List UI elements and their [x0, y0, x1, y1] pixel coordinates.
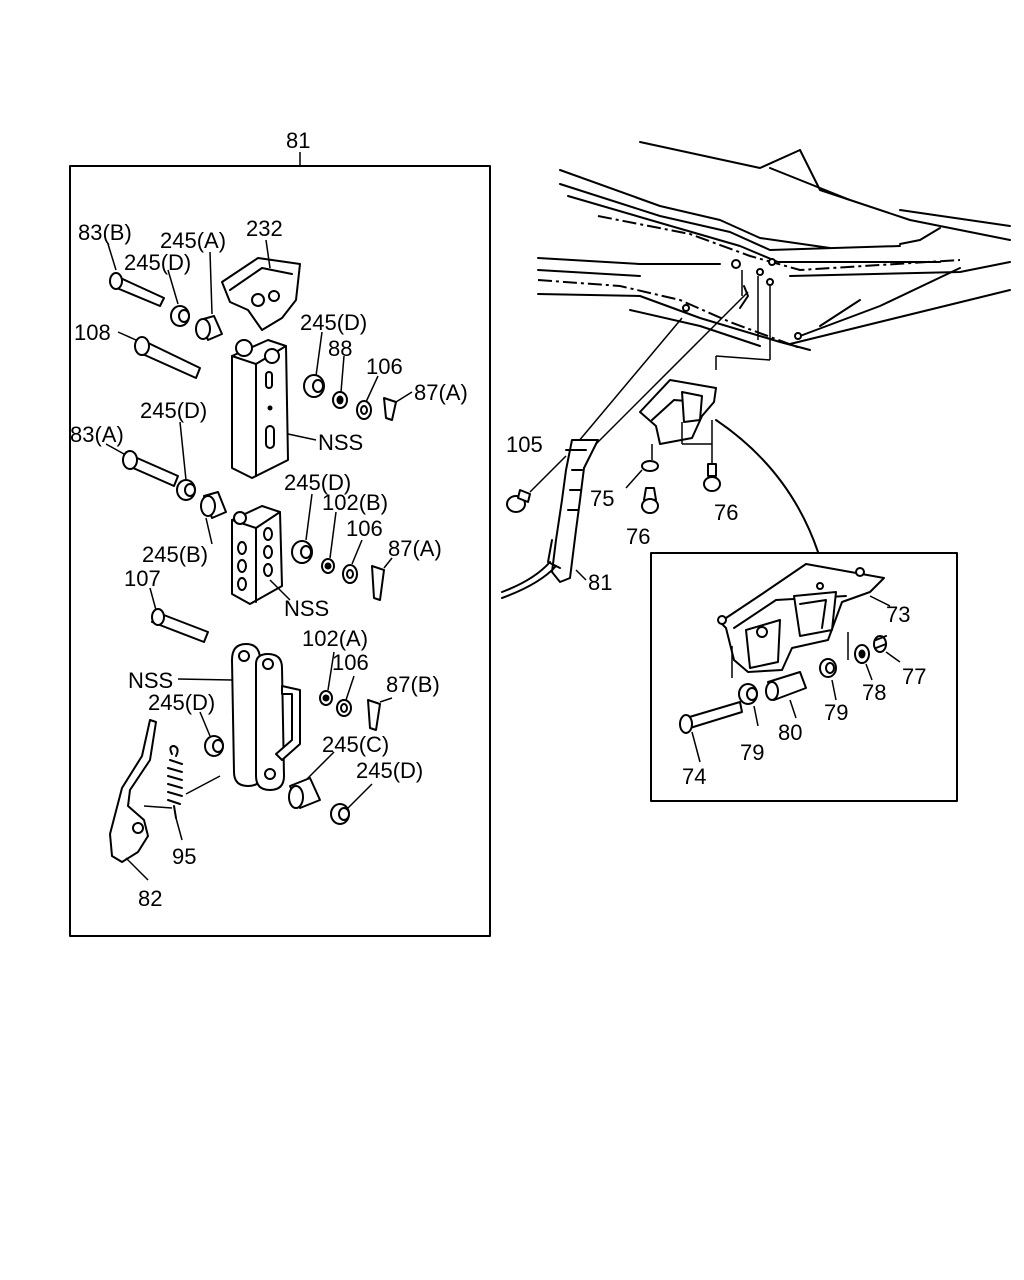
label-79-2: 79: [740, 740, 764, 765]
label-73: 73: [886, 602, 910, 627]
pin-107: [149, 587, 209, 643]
label-245d-1: 245(D): [124, 250, 191, 275]
pin-83b: [107, 243, 165, 307]
bushing-245b: [200, 491, 227, 545]
label-245d-2: 245(D): [300, 310, 367, 335]
lower-bracket-nss: [231, 505, 291, 605]
label-245c: 245(C): [322, 732, 389, 757]
label-75: 75: [590, 486, 614, 511]
label-83b: 83(B): [78, 220, 132, 245]
label-245d-5: 245(D): [148, 690, 215, 715]
bushing-245a: [195, 251, 223, 341]
washer-stack-mid: [291, 493, 393, 601]
label-87a-2: 87(A): [388, 536, 442, 561]
lever-assembly-81: [501, 439, 599, 599]
label-105: 105: [506, 432, 543, 457]
inset-mount-bracket: [717, 563, 891, 678]
label-102a: 102(A): [302, 626, 368, 651]
pin-83a: [105, 443, 179, 487]
label-102b: 102(B): [322, 490, 388, 515]
label-78: 78: [862, 680, 886, 705]
label-88: 88: [328, 336, 352, 361]
vehicle-frame: [537, 141, 1011, 451]
latch-plate-nss: [177, 643, 301, 791]
bushing-245d-mid: [176, 421, 196, 501]
label-232: 232: [246, 216, 283, 241]
label-106-3: 106: [332, 650, 369, 675]
inset-pin-74: [679, 701, 743, 763]
label-245d-3: 245(D): [140, 398, 207, 423]
label-107: 107: [124, 566, 161, 591]
label-76-2: 76: [626, 524, 650, 549]
label-82: 82: [138, 886, 162, 911]
frame-mount-bracket: [639, 379, 819, 553]
label-108: 108: [74, 320, 111, 345]
label-245d-6: 245(D): [356, 758, 423, 783]
label-77: 77: [902, 664, 926, 689]
washer-stack-top: [303, 331, 413, 421]
pin-108: [117, 331, 201, 379]
label-106-1: 106: [366, 354, 403, 379]
label-95: 95: [172, 844, 196, 869]
label-79-1: 79: [824, 700, 848, 725]
bushing-245c: [288, 751, 335, 809]
inset-bushings: [738, 635, 901, 727]
label-245a: 245(A): [160, 228, 226, 253]
label-87b: 87(B): [386, 672, 440, 697]
label-nss-2: NSS: [284, 596, 329, 621]
label-87a-1: 87(A): [414, 380, 468, 405]
upper-bracket-nss: [231, 339, 317, 479]
bushing-245d-top: [167, 269, 190, 327]
label-nss-3: NSS: [128, 668, 173, 693]
spring-95: [167, 745, 221, 841]
label-245b: 245(B): [142, 542, 208, 567]
bolt-75-76: [625, 460, 721, 514]
label-106-2: 106: [346, 516, 383, 541]
bushing-245d-left: [199, 711, 224, 757]
bushing-245d-bottom: [330, 783, 373, 825]
label-nss-1: NSS: [318, 430, 363, 455]
detail-box-81: [69, 165, 491, 937]
label-80: 80: [778, 720, 802, 745]
label-83a: 83(A): [70, 422, 124, 447]
inset-box: [650, 552, 958, 802]
label-76-1: 76: [714, 500, 738, 525]
washer-stack-low: [319, 651, 393, 731]
callout-labels: 81 232 83(B) 245(A) 245(D) 108 245(D) 88…: [70, 128, 926, 911]
bracket-232: [221, 239, 301, 331]
label-74: 74: [682, 764, 706, 789]
label-81-side: 81: [588, 570, 612, 595]
label-81-top: 81: [286, 128, 310, 153]
label-245d-4: 245(D): [284, 470, 351, 495]
lever-82: [109, 719, 173, 881]
